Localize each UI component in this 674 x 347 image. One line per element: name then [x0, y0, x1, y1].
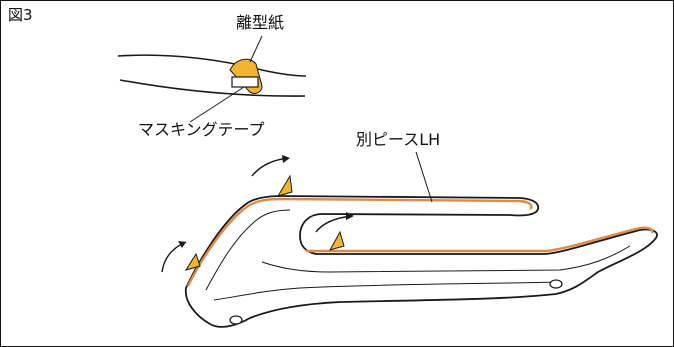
masking-tape-strip [231, 76, 259, 88]
peel-arrow-2 [251, 157, 289, 177]
release-tab-1 [184, 252, 201, 271]
inset-detail [117, 35, 307, 123]
part-drawing [161, 151, 658, 328]
part-lower-ridge [213, 281, 561, 301]
label-release-paper: 離型紙 [236, 13, 285, 32]
release-tab-3 [328, 230, 345, 251]
mount-hole-left [229, 315, 243, 325]
peel-arrowhead-2 [282, 155, 290, 163]
part-outer-outline [184, 195, 658, 328]
release-paper-tab [229, 58, 263, 94]
part-inner-contour [205, 209, 631, 291]
mount-hole-right [549, 279, 563, 289]
leader-release-paper [249, 35, 263, 63]
label-part: 別ピースLH [356, 130, 441, 149]
adhesive-tape-upper [186, 197, 533, 287]
leader-part [415, 151, 433, 203]
leader-masking-tape [189, 86, 245, 123]
inset-upper-edge [117, 54, 307, 77]
adhesive-tape-lower [306, 226, 654, 253]
release-tab-2 [276, 174, 293, 197]
peel-arrowhead-1 [178, 241, 186, 248]
inset-lower-edge [119, 79, 306, 97]
peel-arrowhead-3 [346, 212, 354, 220]
figure-number: 図3 [8, 6, 33, 24]
label-masking-tape: マスキングテープ [138, 120, 265, 139]
